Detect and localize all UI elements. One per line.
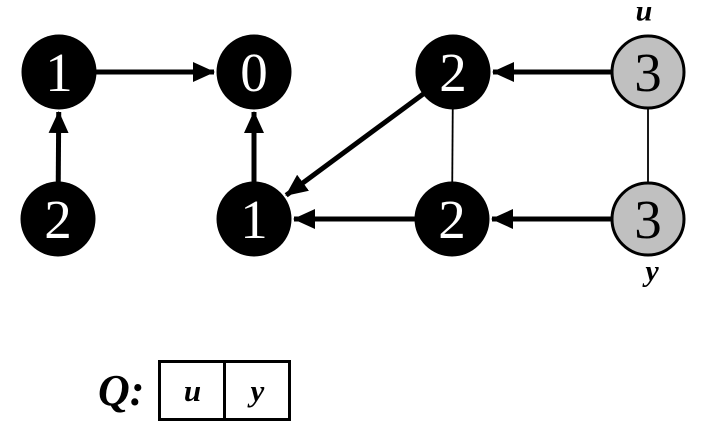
node-s-circle <box>216 34 292 110</box>
node-y-value: 3 <box>634 189 662 250</box>
node-w: 1 <box>216 181 292 257</box>
node-x-circle <box>414 181 490 257</box>
node-tag-y: y <box>642 255 659 288</box>
tags-layer: uy <box>636 0 660 288</box>
node-r: 1 <box>21 34 97 110</box>
queue-cell: u <box>183 372 202 408</box>
node-y: 3 <box>610 181 686 257</box>
node-w-circle <box>216 181 292 257</box>
nodes-layer: 1 0 2 3 2 1 2 3 <box>20 34 686 257</box>
node-u-value: 3 <box>634 42 662 103</box>
edges-layer <box>48 62 649 229</box>
node-v-value: 2 <box>44 189 72 250</box>
node-x-value: 2 <box>438 189 466 250</box>
node-v-circle <box>20 181 96 257</box>
node-y-circle <box>610 181 686 257</box>
queue-label: Q: <box>98 365 145 415</box>
node-t-circle <box>415 34 491 110</box>
node-t: 2 <box>415 34 491 110</box>
node-v: 2 <box>20 181 96 257</box>
node-r-value: 1 <box>45 42 73 103</box>
node-w-value: 1 <box>240 189 268 250</box>
node-u-circle <box>610 34 686 110</box>
queue-cell: y <box>223 363 288 418</box>
node-r-circle <box>21 34 97 110</box>
node-tag-u: u <box>636 0 653 28</box>
node-s-value: 0 <box>240 42 268 103</box>
node-u: 3 <box>610 34 686 110</box>
node-t-value: 2 <box>439 42 467 103</box>
node-x: 2 <box>414 181 490 257</box>
node-s: 0 <box>216 34 292 110</box>
